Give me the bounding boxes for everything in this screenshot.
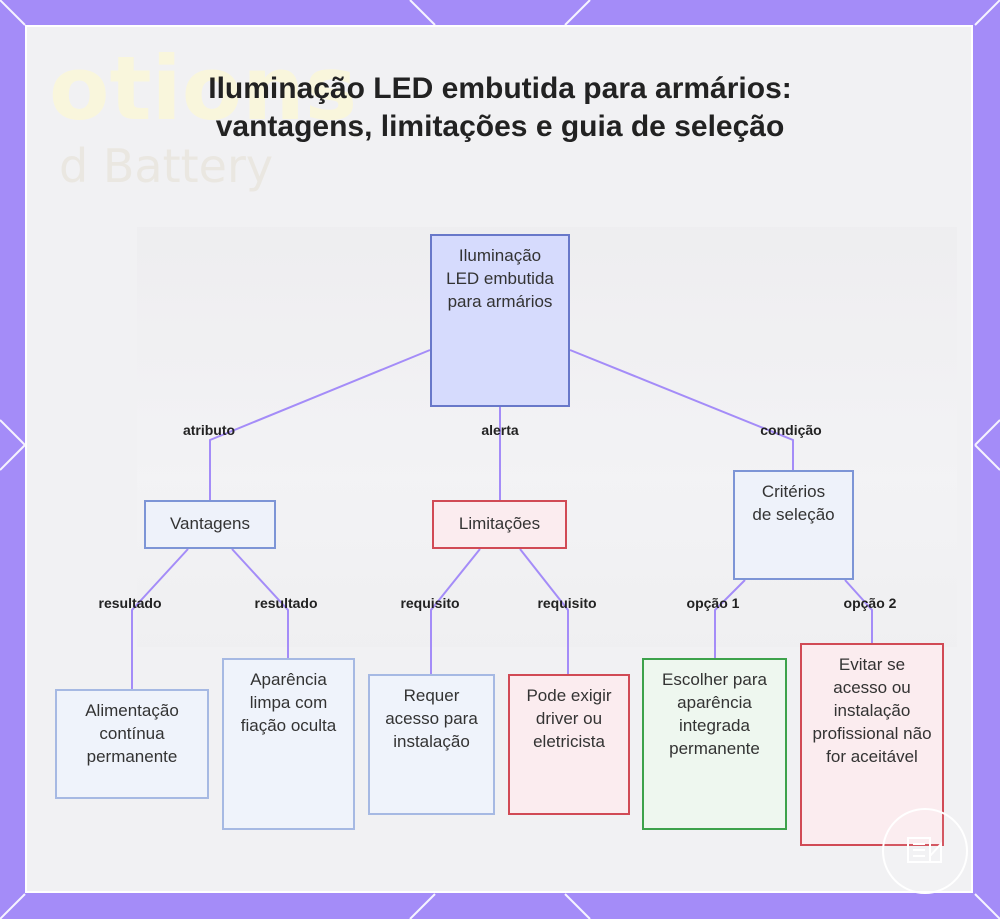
node-access-required-label: Requer acesso para instalação	[384, 684, 479, 753]
node-limitations-label: Limitações	[459, 512, 540, 535]
edge-label-lim-access: requisito	[400, 595, 459, 611]
edge-label-root-limitations: alerta	[481, 422, 518, 438]
edge-label-lim-driver: requisito	[537, 595, 596, 611]
edge-root-advantages	[210, 350, 430, 500]
node-choose-integrated: Escolher para aparência integrada perman…	[642, 658, 787, 830]
edge-lim-driver	[520, 549, 568, 674]
node-root-label: Iluminação LED embutida para armários	[446, 244, 554, 313]
node-continuous-power: Alimentação contínua permanente	[55, 689, 209, 799]
node-driver-electrician: Pode exigir driver ou eletricista	[508, 674, 630, 815]
node-criteria-label: Critérios de seleção	[751, 480, 836, 526]
node-root: Iluminação LED embutida para armários	[430, 234, 570, 407]
edge-adv-continuous	[132, 549, 188, 689]
edge-label-adv-clean: resultado	[254, 595, 317, 611]
edge-label-crit-avoid: opção 2	[844, 595, 897, 611]
node-clean-look: Aparência limpa com fiação oculta	[222, 658, 355, 830]
node-advantages-label: Vantagens	[170, 512, 250, 535]
edge-root-criteria	[570, 350, 793, 470]
node-avoid-professional-label: Evitar se acesso ou instalação profissio…	[812, 653, 932, 768]
node-continuous-power-label: Alimentação contínua permanente	[69, 699, 195, 768]
node-limitations: Limitações	[432, 500, 567, 549]
logo-mark-icon	[905, 830, 945, 870]
node-clean-look-label: Aparência limpa com fiação oculta	[236, 668, 341, 737]
node-driver-electrician-label: Pode exigir driver ou eletricista	[524, 684, 614, 753]
node-choose-integrated-label: Escolher para aparência integrada perman…	[656, 668, 773, 760]
edge-lim-access	[431, 549, 480, 674]
edge-label-crit-choose: opção 1	[687, 595, 740, 611]
node-advantages: Vantagens	[144, 500, 276, 549]
node-criteria: Critérios de seleção	[733, 470, 854, 580]
edge-label-root-advantages: atributo	[183, 422, 235, 438]
edge-crit-choose	[715, 580, 745, 658]
edge-crit-avoid	[845, 580, 872, 643]
edge-label-root-criteria: condição	[760, 422, 821, 438]
node-access-required: Requer acesso para instalação	[368, 674, 495, 815]
edge-label-adv-continuous: resultado	[98, 595, 161, 611]
